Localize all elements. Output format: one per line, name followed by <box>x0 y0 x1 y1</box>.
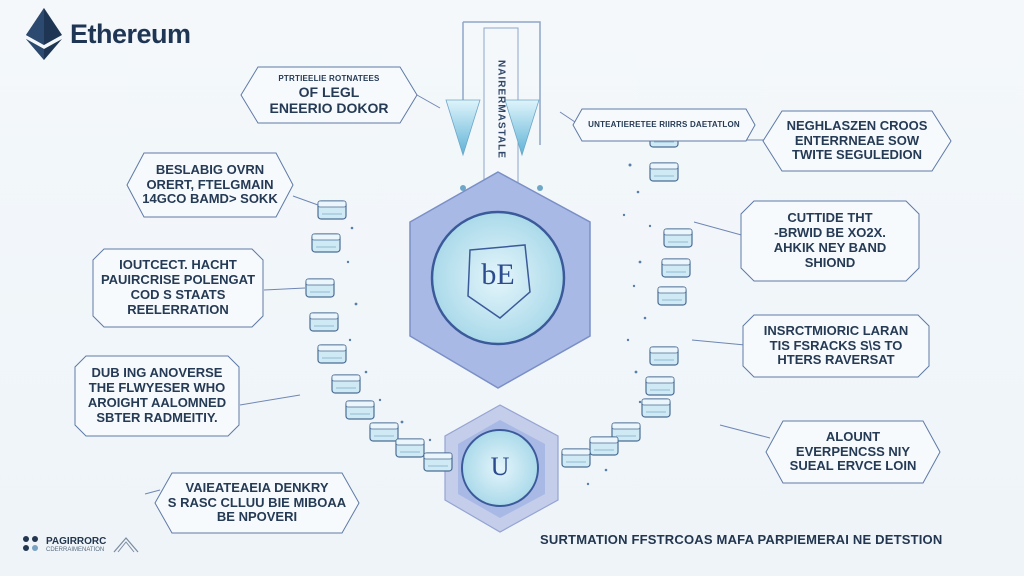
label-right-2-line4: SHIOND <box>804 254 856 270</box>
lower-core-label: U <box>490 452 510 481</box>
label-right-3-line2: TIS FSRACKS S\S TO <box>769 337 903 353</box>
label-top-left-line2: ENEERIO DOKOR <box>269 99 389 116</box>
footer-logo-text: PAGIRRORC <box>46 535 107 547</box>
footer-logo-subtext: CDERRAIMENATION <box>46 546 105 553</box>
label-right-2: CUTTIDE THT -BRWID BE XO2X. AHKIK NEY BA… <box>740 200 920 282</box>
vertical-stem-label-wrap: NAIRERMASTALE <box>486 34 516 184</box>
label-left-1-line3: 14GCO BAMD> SOKK <box>142 191 278 207</box>
label-right-4-line2: EVERPENCSS NIY <box>795 443 911 459</box>
label-left-3-line2: THE FLWYESER WHO <box>88 380 226 396</box>
label-right-1-line1: NEGHLASZEN CROOS <box>786 117 928 133</box>
label-left-1: BESLABIG OVRN ORERT, FTELGMAIN 14GCO BAM… <box>126 152 294 218</box>
core-hexagon <box>409 171 591 389</box>
label-right-1: NEGHLASZEN CROOS ENTERRNEAE SOW TWITE SE… <box>762 110 952 172</box>
label-right-2-line3: AHKIK NEY BAND <box>773 240 887 255</box>
label-left-3-line1: DUB ING ANOVERSE <box>91 365 223 381</box>
label-right-1-line2: ENTERRNEAE SOW <box>794 132 920 148</box>
label-top-left: PTRTIEELIE ROTNATEES OF LEGL ENEERIO DOK… <box>240 66 418 124</box>
vertical-stem-label: NAIRERMASTALE <box>495 59 507 159</box>
brand-header: Ethereum <box>26 8 191 60</box>
label-right-4: ALOUNT EVERPENCSS NIY SUEAL ERVCE LOIN <box>765 420 941 484</box>
footer-caption: SURTMATION FFSTRCOAS MAFA PARPIEMERAI NE… <box>540 532 943 547</box>
label-top-left-caption: PTRTIEELIE ROTNATEES <box>278 74 380 84</box>
label-left-2-line3: COD S STAATS <box>130 287 226 302</box>
particle-dots <box>346 163 652 486</box>
label-bottom-left: VAIEATEAEIA DENKRY S RASC CLLUU BIE MIBO… <box>154 472 360 534</box>
label-bottom-left-line2: S RASC CLLUU BIE MIBOAA <box>167 494 347 510</box>
label-bottom-left-line3: BE NPOVERI <box>216 509 298 525</box>
label-left-2-line4: REELERRATION <box>127 301 229 317</box>
label-left-2-line2: PAUIRCRISE POLENGAT <box>100 272 256 288</box>
lower-hexagon <box>444 404 559 533</box>
label-bottom-left-line1: VAIEATEAEIA DENKRY <box>185 479 329 495</box>
label-left-2-line1: IOUTCECT. HACHT <box>119 257 237 273</box>
label-right-4-line1: ALOUNT <box>825 428 881 444</box>
label-right-2-line2: -BRWID BE XO2X. <box>774 225 886 241</box>
label-right-3-line1: INSRCTMIORIC LARAN <box>763 322 909 338</box>
footer-logo: PAGIRRORC CDERRAIMENATION <box>22 532 142 556</box>
label-left-1-line1: BESLABIG OVRN <box>155 161 265 177</box>
label-top-left-line1: OF LEGL <box>298 83 360 100</box>
brand-name: Ethereum <box>70 18 191 49</box>
label-right-1-line3: TWITE SEGULEDION <box>792 147 922 163</box>
label-left-1-line2: ORERT, FTELGMAIN <box>146 176 274 192</box>
core-label: bE <box>481 258 515 291</box>
label-left-3: DUB ING ANOVERSE THE FLWYESER WHO AROIGH… <box>74 355 240 437</box>
label-left-3-line3: AROIGHT AALOMNED <box>87 395 227 410</box>
label-right-3: INSRCTMIORIC LARAN TIS FSRACKS S\S TO HT… <box>742 314 930 378</box>
footer-logo-icon <box>23 536 38 551</box>
label-right-2-line1: CUTTIDE THT <box>787 210 873 226</box>
ethereum-diamond-icon <box>26 8 62 60</box>
label-top-right: UNTEATIERETEE RIIRRS DAETATLON <box>572 108 756 142</box>
label-left-3-line4: SBTER RADMEITIY. <box>96 409 218 425</box>
label-left-2: IOUTCECT. HACHT PAUIRCRISE POLENGAT COD … <box>92 248 264 328</box>
label-top-right-caption: UNTEATIERETEE RIIRRS DAETATLON <box>588 120 740 130</box>
label-right-3-line3: HTERS RAVERSAT <box>777 352 895 368</box>
footer-mark-icon <box>113 537 139 553</box>
label-right-4-line3: SUEAL ERVCE LOIN <box>789 458 917 474</box>
